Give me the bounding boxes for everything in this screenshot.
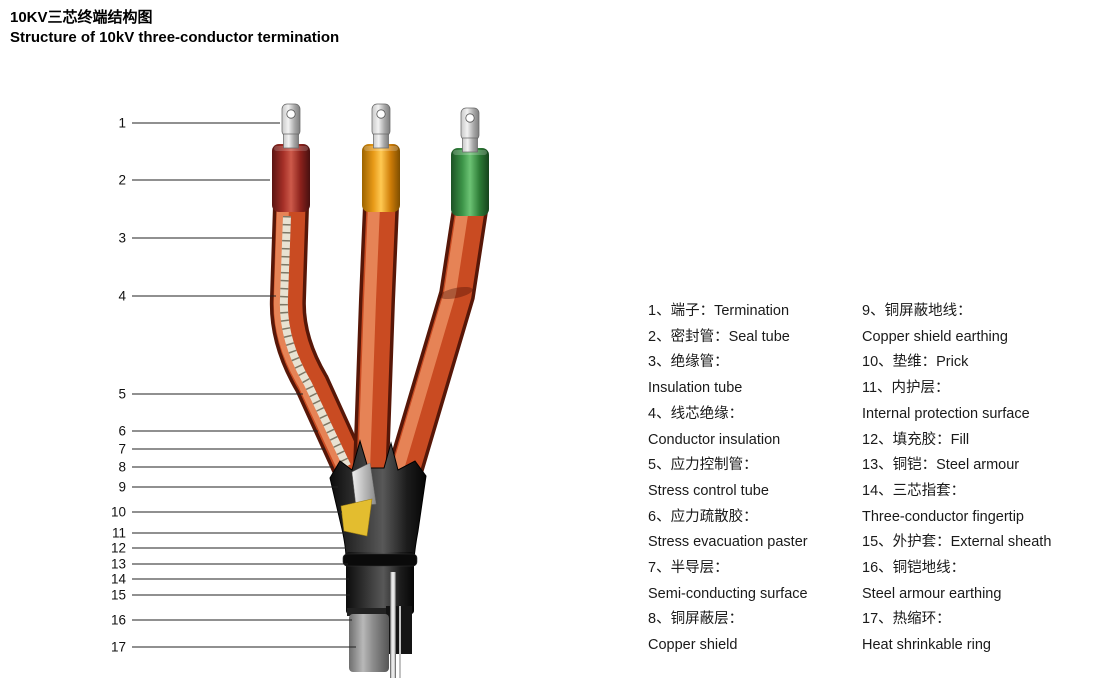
terminal-lug-middle xyxy=(371,103,391,149)
left-phase-tube xyxy=(269,205,369,480)
armour-ring xyxy=(347,608,391,616)
legend-line: Three-conductor fingertip xyxy=(862,508,1024,525)
legend-line: 14、三芯指套： xyxy=(862,482,966,499)
seal-tube-green xyxy=(451,148,489,216)
seal-tube-red xyxy=(272,144,310,212)
legend-line: 7、半导层： xyxy=(648,560,729,577)
legend-line: 6、应力疏散胶： xyxy=(648,508,758,525)
legend-line: 17、热缩环： xyxy=(862,611,951,628)
terminal-lug-left xyxy=(281,103,301,149)
callout-number-1: 1 xyxy=(118,116,126,131)
seal-tubes xyxy=(272,144,489,216)
right-phase-tube xyxy=(386,207,488,480)
legend-line: 10、垫维：Prick xyxy=(862,354,969,371)
callout-number-17: 17 xyxy=(111,640,126,655)
callout-number-10: 10 xyxy=(111,505,126,520)
callout-number-2: 2 xyxy=(118,173,126,188)
legend-line: 4、线芯绝缘： xyxy=(648,405,744,422)
title-block: 10KV三芯终端结构图 Structure of 10kV three-cond… xyxy=(10,8,339,48)
callout-number-7: 7 xyxy=(118,442,126,457)
legend-line: 12、填充胶：Fill xyxy=(862,431,970,448)
lug-hole xyxy=(286,109,296,119)
legend-line: Stress evacuation paster xyxy=(648,534,808,551)
terminal-lugs xyxy=(281,103,480,153)
tube-wrinkle-band xyxy=(439,286,473,300)
callout-number-8: 8 xyxy=(118,460,126,475)
legend-line: Semi-conducting surface xyxy=(648,585,808,602)
legend-line: 3、绝缘管： xyxy=(648,354,729,371)
legend-line: 16、铜铠地线： xyxy=(862,560,966,577)
legend-line: Insulation tube xyxy=(648,380,743,397)
callout-number-16: 16 xyxy=(111,613,126,628)
cable-end-sleeve xyxy=(349,614,389,672)
legend-line: 15、外护套：External sheath xyxy=(862,534,1052,551)
callout-number-11: 11 xyxy=(112,526,126,541)
page-title-zh: 10KV三芯终端结构图 xyxy=(10,9,153,26)
legend-line: Stress control tube xyxy=(648,482,769,499)
callout-number-4: 4 xyxy=(118,289,126,304)
prick-cone xyxy=(351,462,377,507)
callout-number-12: 12 xyxy=(111,541,126,556)
callout-number-13: 13 xyxy=(111,557,126,572)
lug-hole xyxy=(465,113,475,123)
external-sheath-body xyxy=(346,552,414,614)
legend-line: 1、端子：Termination xyxy=(648,303,790,319)
legend-line: Heat shrinkable ring xyxy=(862,637,991,654)
legend-line: 9、铜屏蔽地线： xyxy=(862,303,972,319)
legend-line: Copper shield xyxy=(648,637,738,654)
callout-number-6: 6 xyxy=(118,424,126,439)
callout-number-9: 9 xyxy=(118,480,126,495)
legend-line: Internal protection surface xyxy=(862,405,1030,422)
callout-number-5: 5 xyxy=(118,387,126,402)
seal-tube-yellow xyxy=(362,144,400,212)
legend-line: 13、铜铠：Steel armour xyxy=(862,457,1020,474)
callout-number-14: 14 xyxy=(111,572,127,587)
callout-number-15: 15 xyxy=(111,588,126,603)
legend-line: 2、密封管：Seal tube xyxy=(648,328,790,345)
middle-phase-tube xyxy=(353,205,399,471)
page-title-en: Structure of 10kV three-conductor termin… xyxy=(10,29,340,46)
legend-line: 8、铜屏蔽层： xyxy=(648,611,744,628)
legend-line: Steel armour earthing xyxy=(862,585,1002,602)
legend-line: Copper shield earthing xyxy=(862,328,1008,345)
earthing-wires xyxy=(390,572,401,678)
legend-line: Conductor insulation xyxy=(648,431,781,448)
callout-number-3: 3 xyxy=(118,231,126,246)
legend-column-right: 9、铜屏蔽地线： Copper shield earthing 10、垫维：Pr… xyxy=(862,299,1082,659)
filler-wedge xyxy=(340,498,373,537)
legend-column-left: 1、端子：Termination 2、密封管：Seal tube 3、绝缘管： … xyxy=(648,299,858,659)
terminal-lug-right xyxy=(460,107,480,153)
heat-shrinkable-ring xyxy=(342,553,418,567)
legend-line: 11、内护层： xyxy=(862,380,950,397)
legend-line: 5、应力控制管： xyxy=(648,457,758,474)
lug-hole xyxy=(376,109,386,119)
